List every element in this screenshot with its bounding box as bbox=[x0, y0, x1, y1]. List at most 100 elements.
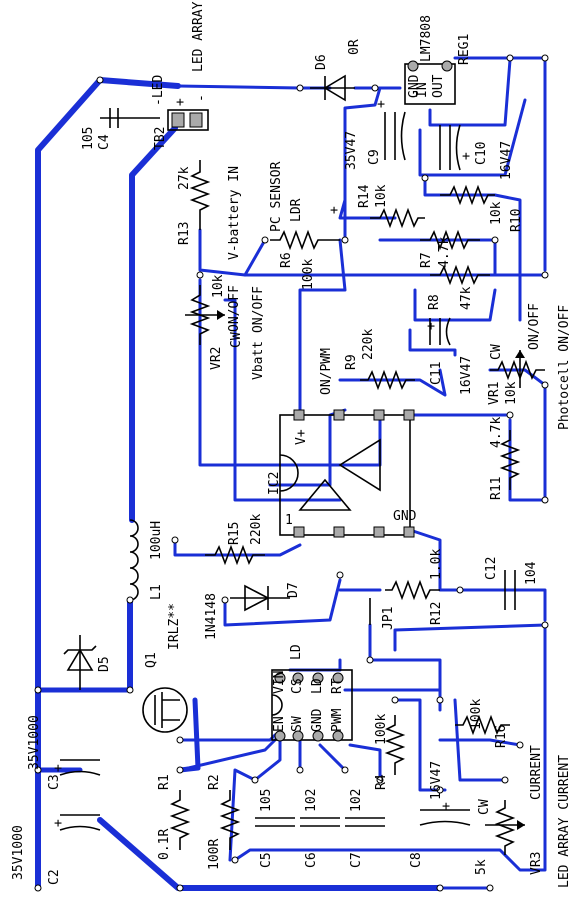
label-pin1: 1 bbox=[285, 513, 293, 528]
wire-c7 bbox=[318, 743, 347, 772]
label-vr1-cw: CW bbox=[489, 344, 504, 360]
label-r9: R9 bbox=[344, 354, 359, 370]
wire-ld-top bbox=[288, 658, 342, 672]
label-plus-ldr: + bbox=[327, 206, 342, 214]
label-r14-val: 10k bbox=[374, 184, 389, 208]
node bbox=[506, 411, 514, 419]
diode-d5 bbox=[63, 635, 97, 690]
label-lm7808: LM7808 bbox=[419, 15, 434, 62]
wire-c10 bbox=[418, 98, 527, 177]
label-r15: R15 bbox=[227, 522, 242, 545]
resistor-r12 bbox=[385, 579, 440, 601]
wire-c9 bbox=[343, 86, 382, 242]
label-c4: C4 bbox=[97, 134, 112, 150]
wire-r8 bbox=[413, 288, 497, 322]
label-ld-pin-en: EN bbox=[272, 716, 287, 732]
node bbox=[491, 236, 499, 244]
wire-ic-gnd bbox=[408, 528, 462, 592]
label-on-off-photo: ON/OFF bbox=[527, 303, 542, 350]
resistor-r2 bbox=[219, 790, 241, 850]
wire-d7 bbox=[223, 578, 342, 627]
label-vbatt-onoff: Vbatt ON/OFF bbox=[251, 286, 266, 380]
node bbox=[541, 621, 549, 629]
node bbox=[231, 856, 239, 864]
label-plus-c11: + bbox=[424, 322, 439, 330]
label-vr2: VR2 bbox=[209, 347, 224, 370]
label-c2: C2 bbox=[47, 869, 62, 885]
resistor-r11 bbox=[499, 430, 521, 490]
node bbox=[296, 766, 304, 774]
label-r2: R2 bbox=[207, 774, 222, 790]
wire-c12 bbox=[458, 588, 547, 622]
label-c6: C6 bbox=[304, 852, 319, 868]
potentiometer-vr2 bbox=[185, 285, 225, 345]
label-tb2: TB2 bbox=[153, 127, 168, 150]
node bbox=[126, 686, 134, 694]
node bbox=[436, 786, 444, 794]
label-vplus: V+ bbox=[294, 429, 309, 445]
resistor-r16 bbox=[455, 714, 510, 736]
wire-r9 bbox=[338, 368, 447, 397]
label-vr1-val: 10k bbox=[504, 381, 519, 405]
label-r12: R12 bbox=[429, 602, 444, 625]
node bbox=[541, 496, 549, 504]
label-led-array-current: LED ARRAY CURRENT bbox=[557, 755, 572, 888]
label-c12-val: 104 bbox=[524, 561, 539, 585]
node bbox=[506, 54, 514, 62]
ic-ic2 bbox=[279, 409, 415, 538]
label-ldr: LDR bbox=[289, 198, 304, 222]
label-on-off-vbatt: ON/OFF bbox=[227, 285, 242, 332]
label-c11-val: 16V47 bbox=[459, 356, 474, 395]
label-r13: R13 bbox=[177, 222, 192, 245]
node bbox=[96, 76, 104, 84]
labels: LED ARRAY -LED + - TB2 105 C4 D6 0R LM78… bbox=[11, 1, 572, 888]
node bbox=[221, 596, 229, 604]
label-vr3-cw: CW bbox=[477, 799, 492, 815]
label-r9-val: 220k bbox=[361, 329, 376, 360]
label-minus-led: -LED bbox=[151, 75, 166, 106]
capacitor-c5 bbox=[255, 817, 295, 827]
label-vr2-val: 10k bbox=[211, 274, 226, 298]
resistor-r13 bbox=[189, 160, 211, 230]
node bbox=[436, 696, 444, 704]
node bbox=[541, 54, 549, 62]
node bbox=[501, 776, 509, 784]
wire-ldr bbox=[243, 238, 267, 277]
label-c7: C7 bbox=[349, 852, 364, 868]
node bbox=[436, 884, 444, 892]
components bbox=[59, 60, 545, 855]
node bbox=[126, 596, 134, 604]
label-d6: D6 bbox=[314, 54, 329, 70]
capacitor-c4 bbox=[100, 108, 160, 128]
label-r7: R7 bbox=[419, 252, 434, 268]
label-plus-c8: + bbox=[439, 802, 454, 810]
resistor-r14 bbox=[370, 207, 425, 229]
node bbox=[176, 766, 184, 774]
label-c3-val: 35V1000 bbox=[27, 715, 42, 770]
label-r4: R4 bbox=[374, 774, 389, 790]
label-r4-val: 100k bbox=[374, 714, 389, 745]
wire-top-thick bbox=[97, 77, 181, 89]
node bbox=[34, 884, 42, 892]
capacitor-c8 bbox=[419, 809, 471, 826]
label-jp1: JP1 bbox=[381, 607, 396, 630]
label-c6-val: 102 bbox=[304, 789, 319, 812]
wire-r1-thick bbox=[177, 697, 201, 773]
wire-bottom-rail bbox=[233, 623, 547, 872]
ic-ld bbox=[271, 669, 353, 742]
node bbox=[176, 736, 184, 744]
label-r1: R1 bbox=[157, 774, 172, 790]
label-ld-pin-pwm: PWM bbox=[330, 708, 345, 732]
label-c9: C9 bbox=[367, 149, 382, 165]
label-vr3-val: 5k bbox=[474, 859, 489, 875]
label-d7: D7 bbox=[286, 582, 301, 598]
label-ld-pin-cs: CS bbox=[290, 678, 305, 694]
label-d7-val: 1N4148 bbox=[204, 593, 219, 640]
label-gnd-ic2: GND bbox=[393, 509, 417, 524]
label-r12-val: 1.0k bbox=[429, 549, 444, 580]
label-c5-val: 105 bbox=[259, 789, 274, 812]
node bbox=[456, 586, 464, 594]
capacitor-c6 bbox=[300, 817, 340, 827]
